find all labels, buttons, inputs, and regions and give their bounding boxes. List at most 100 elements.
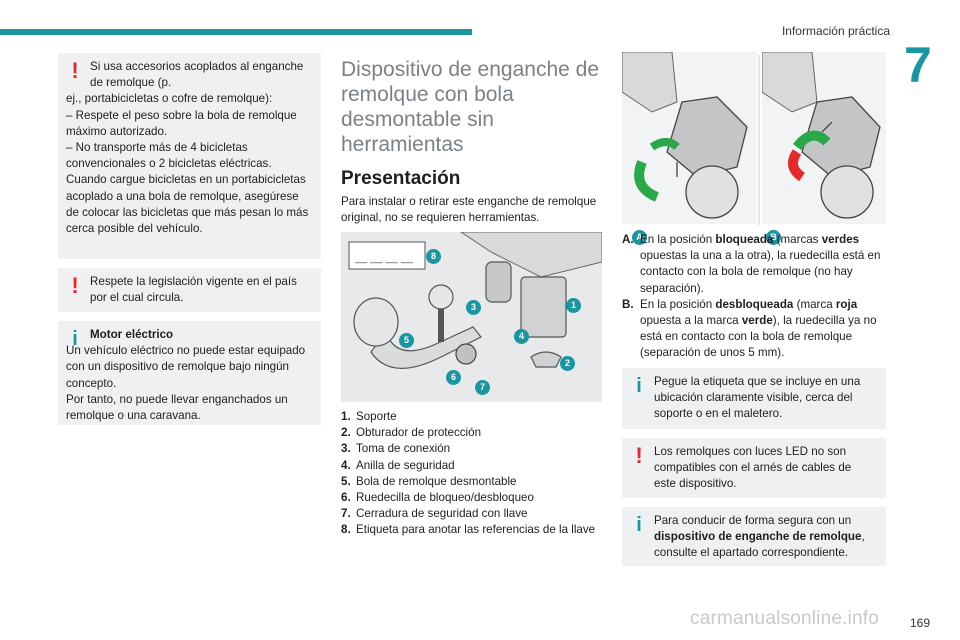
info-box-label: i Pegue la etiqueta que se incluye en un… [622,368,886,429]
callout-badge: 3 [466,300,481,315]
protection-plug [530,351,562,368]
item-text: Toma de conexión [356,442,451,456]
warning-text-first: Si usa accesorios acoplados al enganche … [90,60,304,90]
list-item: 2. Obturador de protección [341,425,606,441]
info-box-electric: i Motor eléctrico Un vehículo eléctrico … [58,321,321,425]
bold-span: bloqueada [715,233,774,246]
green-mark-left [634,160,660,202]
info-text: Pegue la etiqueta que se incluye en una … [654,375,861,421]
socket-housing [485,261,512,303]
item-number: 3. [341,442,351,456]
text-span: En la posición [640,297,716,311]
key-label-sticker [348,241,426,270]
item-number: 5. [341,474,351,488]
info-box-safety: i Para conducir de forma segura con un d… [622,507,886,566]
text-span: , consulte el apartado correspondiente. [654,530,865,560]
text-span: opuesta a la marca [640,314,742,328]
item-text: Cerradura de seguridad con llave [356,507,528,521]
callout-badge: 1 [566,298,581,313]
exclamation-icon: ! [635,443,643,468]
figure-divider [758,55,760,225]
callout-badge: 7 [475,380,490,395]
info-icon: i [636,514,642,536]
item-text: En la posición bloqueada (marcas verdes … [640,232,887,297]
text-span: Para conducir de forma segura con un [654,514,852,527]
item-text: Anilla de seguridad [356,458,455,472]
protective-cap [353,297,399,347]
item-number: 6. [341,491,351,505]
text-span: (marca [793,297,836,311]
bold-span: desbloqueada [715,297,794,311]
red-mark [788,149,806,182]
warning-box-accessories: ! Si usa accesorios acoplados al enganch… [58,53,321,259]
exclamation-icon: ! [71,273,79,298]
position-list: A. En la posición bloqueada (marcas verd… [622,232,887,362]
bold-span: roja [835,297,858,311]
support-bracket [520,276,567,338]
list-item: 7.Cerradura de seguridad con llave [341,506,606,522]
text-span: En la posición [640,233,716,246]
tow-ball [428,284,454,310]
callout-badge: 2 [560,356,575,371]
warning-text-line: – Respete el peso sobre la bola de remol… [66,108,297,138]
warning-text-line: – No transporte más de 4 bicicletas conv… [66,141,272,171]
intro-paragraph: Para instalar o retirar este enganche de… [341,195,597,225]
page-number: 169 [910,616,931,630]
item-number: 4. [341,458,351,472]
item-number: 1. [341,410,351,423]
section-title: Información práctica [781,24,890,38]
locked-wheel-drawing [621,51,748,219]
callout-badge: 8 [426,249,441,264]
callout-badge: 4 [514,329,529,344]
info-text-line: Por tanto, no puede llevar enganchados u… [66,392,288,423]
green-mark [793,130,831,151]
list-item: 4. Anilla de seguridad [341,458,606,474]
list-item: 8. Etiqueta para anotar las referencias d… [341,522,606,538]
list-item-b: B. En la posición desbloqueada (marca ro… [622,297,887,362]
list-item: 3. Toma de conexión [341,441,606,457]
exclamation-icon: ! [71,58,79,83]
warning-text-line: Cuando cargue bicicletas en un portabici… [66,173,309,236]
item-text: Etiqueta para anotar las referencias de … [356,523,596,537]
item-text: Obturador de protección [356,426,482,440]
info-icon: i [72,328,78,350]
towbar-illustration: __ __ __ __ 1 2 3 4 5 6 7 8 [341,231,603,402]
green-mark-right [649,138,680,151]
warning-box-led: ! Los remolques con luces LED no son com… [622,438,886,498]
item-text: Soporte [356,410,397,423]
towbar-drawing: __ __ __ __ [348,231,603,369]
bold-span: verde [741,314,773,328]
warning-text-line: ej., portabicicletas o cofre de remolque… [66,92,273,106]
info-title: Motor eléctrico [90,328,174,341]
text-span: (marcas [773,233,822,246]
figure-locked: A [621,51,757,245]
info-text: Para conducir de forma segura con un dis… [630,513,876,562]
parts-list: 1. Soporte 2. Obturador de protección 3. To… [341,409,606,539]
ball-face [820,165,874,219]
text-span: ), la ruedecilla ya no está en contacto … [640,314,877,360]
info-text-line: Un vehículo eléctrico no puede estar equ… [66,344,306,390]
figure-label-b: B [766,230,781,245]
callout-badge: 5 [399,333,414,348]
item-text: En la posición desbloqueada (marca roja … [640,297,887,362]
item-number: 8. [341,523,351,537]
bold-span: verdes [821,233,860,246]
text-span: opuestas la una a la otra), la ruedecill… [640,249,881,295]
section-subheading: Presentación [341,168,461,189]
list-item: 1. Soporte [341,409,606,425]
watermark: carmanualsonline.info [690,608,880,629]
ball-face [685,165,739,219]
figure-label-a: A [632,230,647,245]
item-letter: B. [622,297,634,311]
list-item: 6. Ruedecilla de bloqueo/desbloqueo [341,490,606,506]
key-label-placeholder: __ __ __ __ [354,252,414,264]
list-item-a: A. En la posición bloqueada (marcas verd… [622,232,887,297]
item-text: Bola de remolque desmontable [356,474,517,488]
item-number: 2. [341,426,351,440]
bold-span: dispositivo de enganche de remolque [654,530,862,544]
item-text: Ruedecilla de bloqueo/desbloqueo [356,491,534,505]
warning-text: Los remolques con luces LED no son compa… [654,445,852,491]
item-letter: A. [622,233,634,246]
towbar-neck [370,326,482,369]
list-item: 5. Bola de remolque desmontable [341,474,606,490]
